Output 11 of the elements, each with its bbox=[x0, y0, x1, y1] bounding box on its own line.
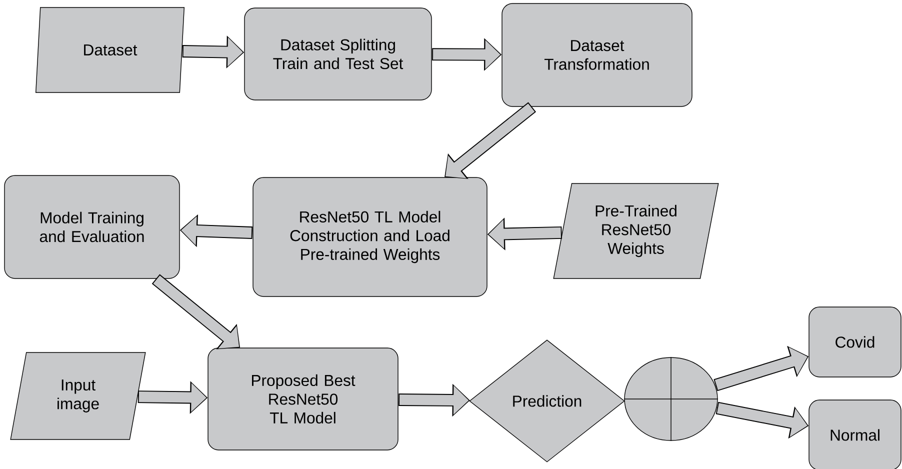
process-box: Model Training and Evaluation bbox=[4, 175, 180, 279]
process-box: Proposed Best ResNet50 TL Model bbox=[208, 348, 398, 450]
parallelogram-box: Input image bbox=[10, 352, 146, 440]
process-box: Covid bbox=[808, 306, 902, 378]
parallelogram-box: Pre-Trained ResNet50 Weights bbox=[553, 183, 719, 279]
process-box: Dataset Splitting Train and Test Set bbox=[244, 8, 432, 100]
block-arrow bbox=[444, 102, 536, 179]
process-box: Normal bbox=[808, 400, 902, 469]
process-box: ResNet50 TL Model Construction and Load Pre-trained Weights bbox=[252, 177, 488, 297]
cross-circle bbox=[624, 356, 718, 442]
process-box: Dataset Transformation bbox=[502, 3, 692, 107]
